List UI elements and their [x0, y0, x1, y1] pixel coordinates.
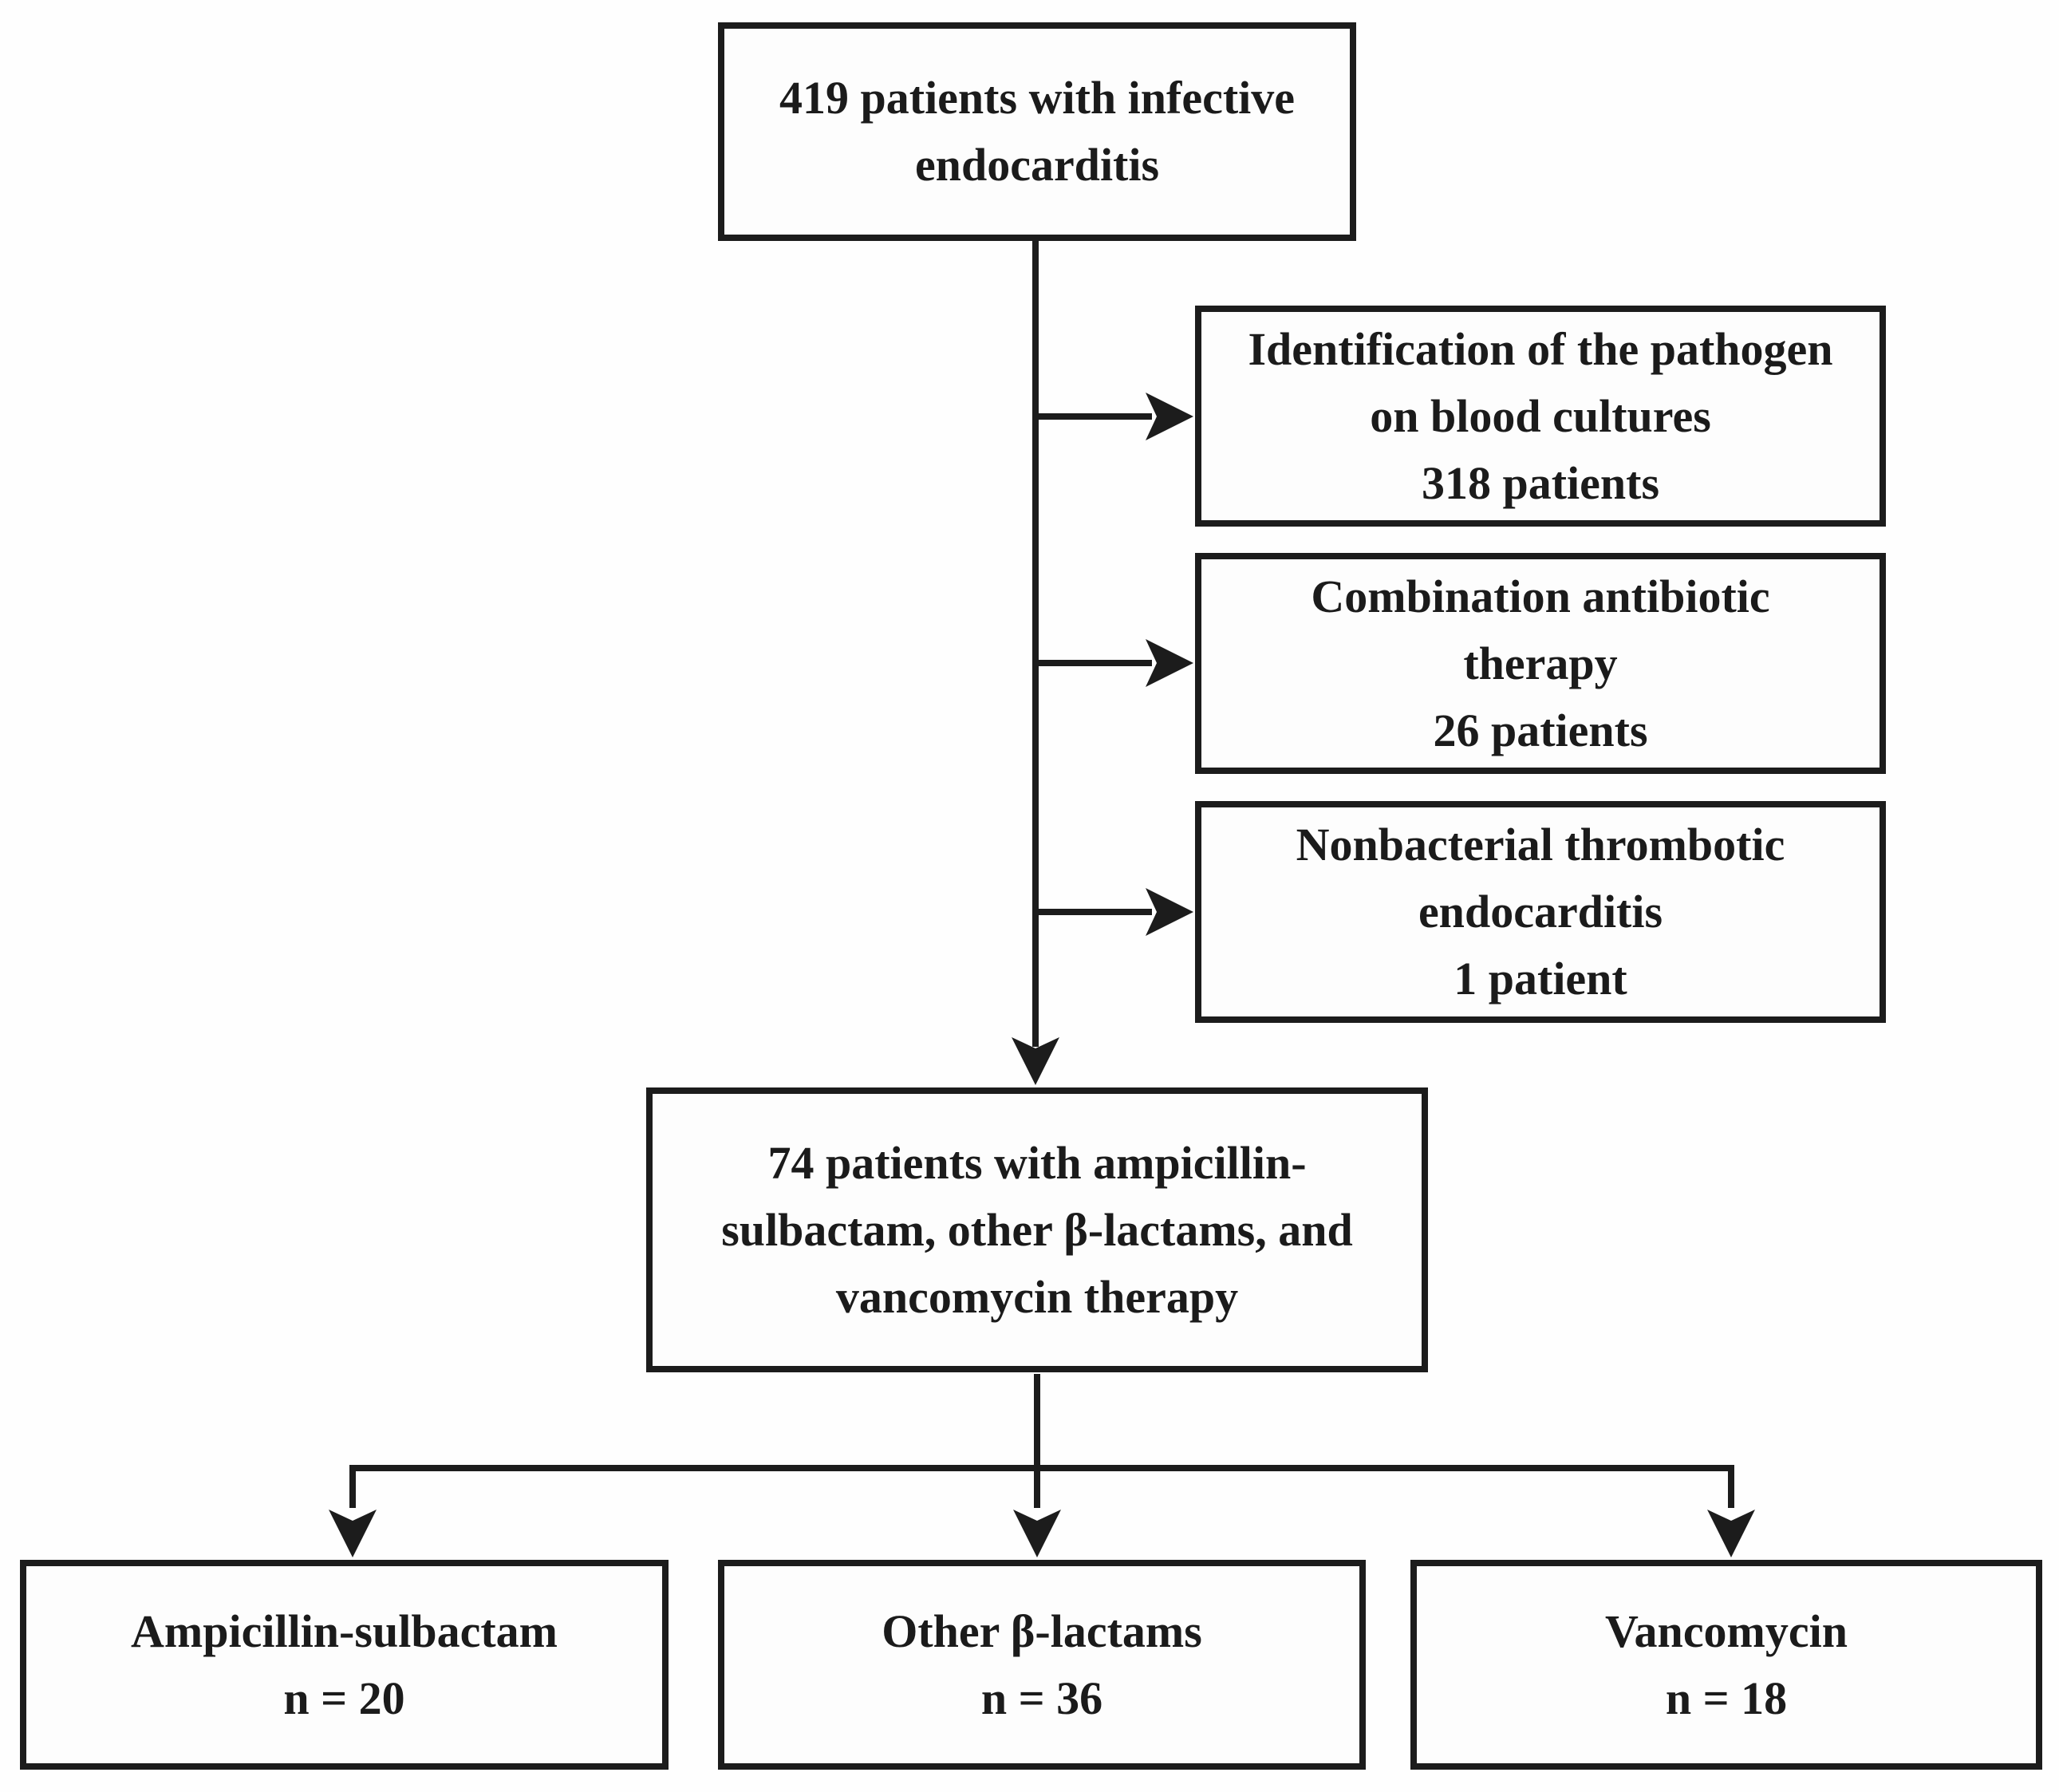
- connector-branch-rail: [349, 1374, 1734, 1508]
- box-text-line: 419 patients with infective: [779, 72, 1295, 124]
- box-text-line: 318 patients: [1421, 456, 1660, 509]
- box-text-line: endocarditis: [1418, 886, 1663, 937]
- box-text-line: Vancomycin: [1605, 1605, 1848, 1657]
- box-nonbacterial-endocarditis: Nonbacterial thrombotic endocarditis 1 p…: [1195, 801, 1886, 1023]
- arrow-right-icon: [1146, 639, 1193, 687]
- box-text-line: Identification of the pathogen: [1248, 322, 1833, 375]
- box-text-line: therapy: [1463, 637, 1618, 689]
- box-arm-vancomycin: Vancomycin n = 18: [1410, 1560, 2042, 1770]
- box-text-line: on blood cultures: [1370, 389, 1711, 442]
- box-text-line: Nonbacterial thrombotic: [1296, 819, 1785, 870]
- arrow-to-pathogen-box: [1035, 393, 1193, 440]
- arrow-to-vancomycin-box: [1707, 1510, 1755, 1557]
- box-combination-therapy: Combination antibiotic therapy 26 patien…: [1195, 553, 1886, 774]
- box-text-line: Other β-lactams: [882, 1605, 1202, 1657]
- arrow-down-icon: [1707, 1510, 1755, 1557]
- box-text-line: 74 patients with ampicillin-: [767, 1136, 1307, 1189]
- arrow-down-icon: [329, 1510, 377, 1557]
- box-pathogen-identification: Identification of the pathogen on blood …: [1195, 306, 1886, 527]
- box-text-line: n = 18: [1665, 1672, 1788, 1724]
- arrow-down-to-included-icon: [1012, 1037, 1059, 1085]
- arrow-right-icon: [1146, 393, 1193, 440]
- arrow-to-other-beta-lactams-box: [1013, 1510, 1061, 1557]
- arrow-to-combination-box: [1035, 639, 1193, 687]
- box-text-line: endocarditis: [914, 139, 1160, 191]
- box-text-line: vancomycin therapy: [835, 1270, 1239, 1323]
- arrow-to-nonbacterial-box: [1035, 888, 1193, 936]
- box-text-line: 1 patient: [1454, 953, 1627, 1005]
- box-total-patients: 419 patients with infective endocarditis: [718, 22, 1356, 241]
- arrow-to-ampicillin-box: [329, 1510, 377, 1557]
- box-arm-other-beta-lactams: Other β-lactams n = 36: [718, 1560, 1366, 1770]
- box-text-line: Ampicillin-sulbactam: [131, 1605, 558, 1657]
- box-text-line: Combination antibiotic: [1311, 570, 1770, 622]
- arrow-down-icon: [1013, 1510, 1061, 1557]
- arrow-right-icon: [1146, 888, 1193, 936]
- box-text-line: n = 36: [980, 1672, 1103, 1724]
- box-text-line: sulbactam, other β-lactams, and: [721, 1203, 1353, 1256]
- box-included-therapy-patients: 74 patients with ampicillin- sulbactam, …: [646, 1087, 1428, 1372]
- box-arm-ampicillin-sulbactam: Ampicillin-sulbactam n = 20: [20, 1560, 669, 1770]
- box-text-line: n = 20: [283, 1672, 405, 1724]
- box-text-line: 26 patients: [1433, 704, 1648, 756]
